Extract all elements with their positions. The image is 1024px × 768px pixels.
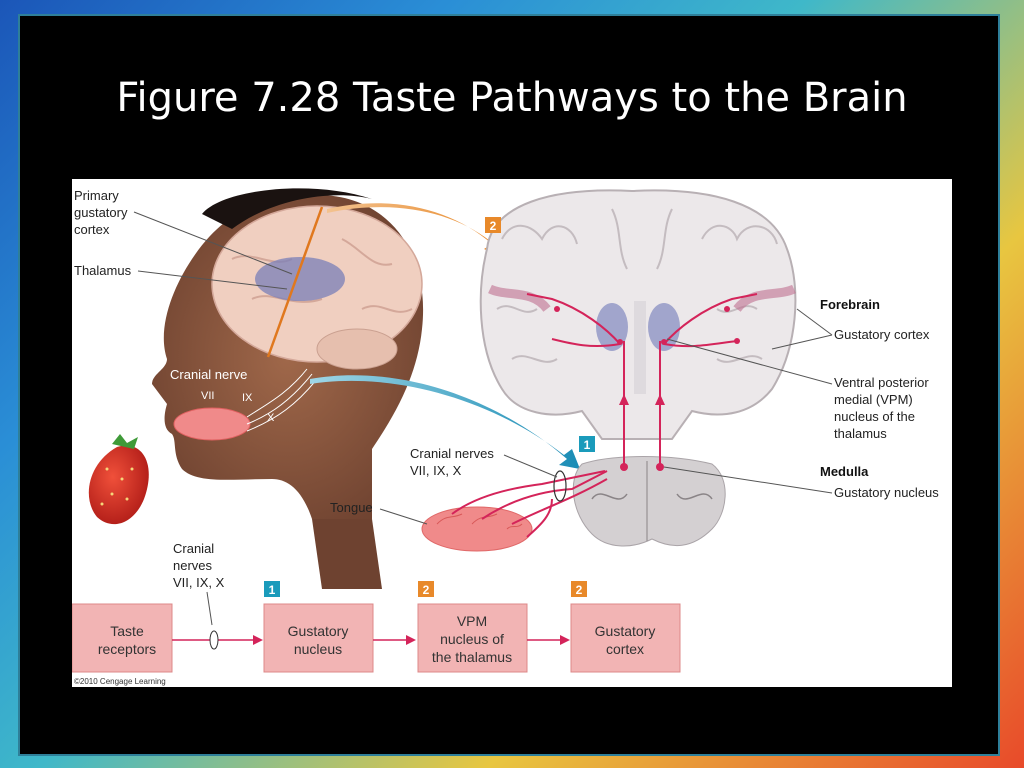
flow-box-1-line-2: receptors [98,641,156,657]
cerebellum-left [316,328,398,370]
badge-flow-2a [418,581,434,597]
flow-box-1-line-1: Taste [110,623,144,639]
flow-box-vpm: VPM nucleus of the thalamus [417,603,528,673]
strawberry-icon [88,434,149,525]
label-gustatory-nucleus: Gustatory nucleus [834,485,939,500]
slide-title: Figure 7.28 Taste Pathways to the Brain [116,75,908,121]
label-vpm-1: Ventral posterior [834,375,929,390]
label-vpm-2: medial (VPM) [834,392,913,407]
label-flow-cranial-2: nerves [173,558,213,573]
tongue-head [173,407,251,441]
label-flow-cranial-1: Cranial [173,541,214,556]
label-thalamus: Thalamus [74,263,132,278]
label-flow-cranial-3: VII, IX, X [173,575,225,590]
badge-mid-1 [579,436,595,452]
copyright: ©2010 Cengage Learning [74,677,166,686]
flow-box-gustatory-cortex: Gustatory cortex [570,603,681,673]
badge-flow-2a-label: 2 [423,583,430,597]
label-cranial-nerve: Cranial nerve [170,367,247,382]
arrow-to-medulla [310,375,580,469]
label-cranial-nerves-right-2: VII, IX, X [410,463,462,478]
section-line [266,206,324,358]
flow-box-3-line-3: the thalamus [432,649,512,665]
leader-primary-cortex [133,211,293,275]
badge-flow-1 [264,581,280,597]
figure-svg: 2 1 Primary gustatory cortex Thalamus Cr… [72,188,939,686]
flow-box-2-line-1: Gustatory [288,623,349,639]
thalamus-highlight-left [255,257,345,301]
label-forebrain: Forebrain [820,297,880,312]
brain-section [479,189,797,440]
taste-pathway-figure: 2 1 Primary gustatory cortex Thalamus Cr… [72,179,952,687]
badge-flow-1-label: 1 [269,583,276,597]
badge-mid-1-label: 1 [584,438,591,452]
flow-box-2-line-2: nucleus [294,641,342,657]
label-gustatory-cortex: Gustatory cortex [834,327,930,342]
flow-box-4-line-2: cortex [606,641,644,657]
badge-top-2 [485,217,501,233]
label-primary-gustatory-3: cortex [74,222,110,237]
label-tongue: Tongue [330,500,373,515]
hair [202,188,372,229]
label-x: X [267,412,275,424]
label-vpm-4: thalamus [834,426,887,441]
label-vii: VII [201,390,214,402]
label-vpm-3: nucleus of the [834,409,915,424]
label-primary-gustatory-2: gustatory [74,205,128,220]
flow-box-3-line-1: VPM [457,613,487,629]
badge-flow-2b [571,581,587,597]
flow-box-3-line-2: nucleus of [440,631,504,647]
flow-box-4-line-1: Gustatory [595,623,656,639]
arrow-to-forebrain [327,203,502,257]
badge-top-2-label: 2 [490,219,497,233]
tongue-right [421,506,533,552]
label-primary-gustatory-1: Primary [74,188,119,203]
label-cranial-nerves-right-1: Cranial nerves [410,446,494,461]
label-ix: IX [242,392,253,404]
leader-thalamus [137,270,288,290]
medulla-section [572,456,726,547]
badge-flow-2b-label: 2 [576,583,583,597]
flow-box-gustatory-nucleus: Gustatory nucleus [263,603,374,673]
neck [312,519,382,589]
flow-box-taste-receptors: Taste receptors [72,603,173,673]
label-medulla: Medulla [820,464,869,479]
